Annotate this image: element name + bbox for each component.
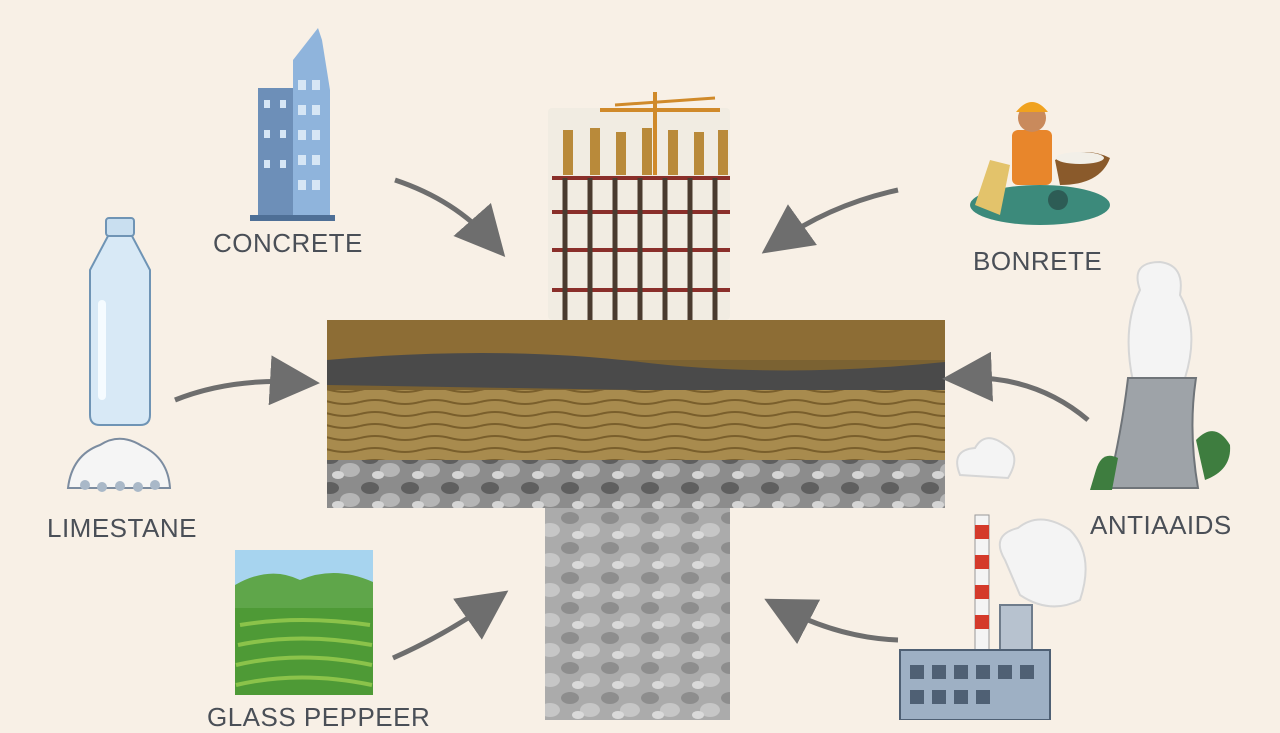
worker-icon	[970, 102, 1110, 225]
arrow-limestane	[174, 355, 320, 406]
label-glass-peppeer: GLASS PEPPEER	[207, 702, 431, 732]
label-concrete: CONCRETE	[213, 228, 363, 258]
bottle-icon	[89, 217, 151, 426]
construction-site-icon	[548, 92, 730, 320]
cooling-tower-icon	[1090, 260, 1231, 490]
factory-icon	[899, 437, 1087, 720]
label-limestane: LIMESTANE	[47, 513, 197, 543]
skyscraper-icon	[250, 28, 335, 221]
arrow-glass	[391, 590, 509, 661]
arrow-antiaaids	[942, 351, 1090, 422]
field-icon	[235, 550, 373, 695]
arrow-bonrete	[761, 187, 899, 254]
label-antiaaids: ANTIAAIDS	[1090, 510, 1232, 540]
label-bonrete: BONRETE	[973, 246, 1103, 276]
arrow-concrete	[394, 177, 506, 258]
soil-strata-icon	[327, 320, 945, 720]
limestone-icon	[66, 437, 172, 492]
arrow-factory	[764, 598, 899, 644]
